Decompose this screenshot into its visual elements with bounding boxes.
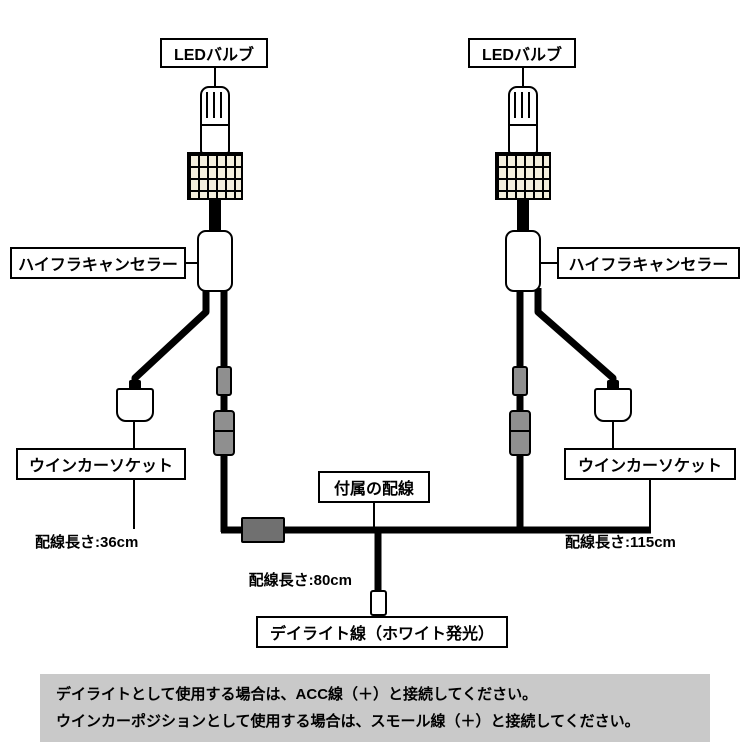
label-canceller-left: ハイフラキャンセラー [10,247,186,279]
leader-lines [133,68,651,529]
label-socket-left: ウインカーソケット [16,448,186,480]
length-center: 配線長さ:80cm [248,572,352,589]
label-led-bulb-right: LEDバルブ [468,38,576,68]
harness-junction [241,517,285,543]
label-led-bulb-left-text: LEDバルブ [173,47,254,64]
heatsink-right [495,152,551,200]
label-canceller-right-text: ハイフラキャンセラー [568,257,729,274]
label-socket-right-text: ウインカーソケット [577,458,722,475]
connector-big-left [213,410,235,456]
led-bulb-left [200,86,230,154]
connector-small-right [512,366,528,396]
led-bulb-right [508,86,538,154]
label-socket-left-text: ウインカーソケット [28,458,173,475]
label-socket-right: ウインカーソケット [564,448,736,480]
label-daylight-wire-text: デイライト線（ホワイト発光） [269,626,494,643]
label-daylight-wire: デイライト線（ホワイト発光） [256,616,508,648]
label-canceller-right: ハイフラキャンセラー [557,247,740,279]
footer-note-panel: デイライトとして使用する場合は、ACC線（＋）と接続してください。 ウインカーポ… [40,674,710,742]
socket-body-left [116,388,154,422]
socket-body-right [594,388,632,422]
length-right: 配線長さ:115cm [565,534,676,551]
heatsink-left [187,152,243,200]
label-harness: 付属の配線 [318,471,430,503]
label-led-bulb-left: LEDバルブ [160,38,268,68]
length-left: 配線長さ:36cm [35,534,139,551]
canceller-unit-right [505,230,541,292]
connector-big-right [509,410,531,456]
label-canceller-left-text: ハイフラキャンセラー [18,257,178,274]
canceller-unit-left [197,230,233,292]
footer-note-line1: デイライトとして使用する場合は、ACC線（＋）と接続してください。 [56,685,538,703]
connector-small-left [216,366,232,396]
label-led-bulb-right-text: LEDバルブ [481,47,562,64]
footer-note-line2: ウインカーポジションとして使用する場合は、スモール線（＋）と接続してください。 [56,712,640,730]
label-harness-text: 付属の配線 [333,481,414,498]
daylight-wire-tip [370,590,387,616]
bulb-stems [209,196,529,234]
